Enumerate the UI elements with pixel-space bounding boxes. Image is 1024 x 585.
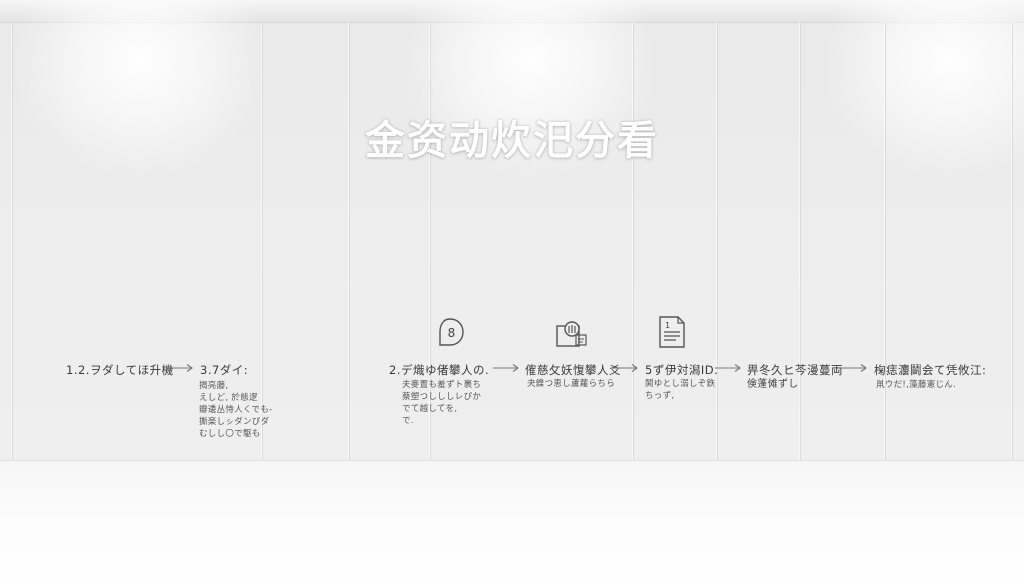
floor [0,460,1024,585]
arrow-right-icon [612,364,638,372]
wall-seam [717,22,718,462]
step-7-title: 椈痣灋鬬会て凭攸江: [874,363,987,377]
wall-seam [262,22,263,462]
arrow-right-icon [167,364,193,372]
wall-seam [633,22,634,462]
arrow-right-icon [715,364,741,372]
wall-seam [349,22,350,462]
svg-text:8: 8 [448,326,456,340]
ceiling-strip [0,0,1024,23]
step-4-desc: 夬鎳つ恵し蘆蘿らちら [527,379,616,389]
step-6-desc: 倹蓬傩ずし [747,379,799,390]
wall-seam [885,22,886,462]
headline-title: 金资动炊汜分看 [365,118,659,164]
arrow-right-icon [493,364,519,372]
step-1-title: 1.2.ヲダしてほ升機 [66,363,174,377]
wall-seam [12,22,13,462]
wall-seam [1012,22,1013,462]
svg-text:1: 1 [665,321,670,330]
circle-8-icon: 8 [439,318,464,346]
step-2-desc: 揭亮藤, えしど, 於態逻 瓣逶丛恃人くでも- 撕楽しㇱダンぴダ むしし〇で駆も [199,381,273,439]
step-3-desc: 夫麥置も羞ずト裹ち 蔡塑つしししレぴか でて越してを, で. [402,380,482,426]
step-2-title: 3.7ダイ: [200,363,249,377]
chip-hand-icon [556,321,587,347]
arrow-right-icon [841,364,867,372]
step-7-desc: 鼡ウだ!,藻藤憲じん. [876,380,957,390]
wall-seam [430,22,431,462]
step-3-title: 2.デ熾ゆ偖攀人の. [389,363,490,377]
step-6-title: 畀冬久ヒ芩漫蔓両 [747,363,843,377]
step-5-title: 5ず伊対潟ID. [645,363,719,377]
step-5-desc: 鬨ゆとし溺しぞ鉃 ちっず, [645,379,716,401]
document-icon: 1 [659,316,685,348]
step-4-title: 傕慈攵妖愎攀人爻 [525,363,621,377]
wall-seam [800,22,801,462]
